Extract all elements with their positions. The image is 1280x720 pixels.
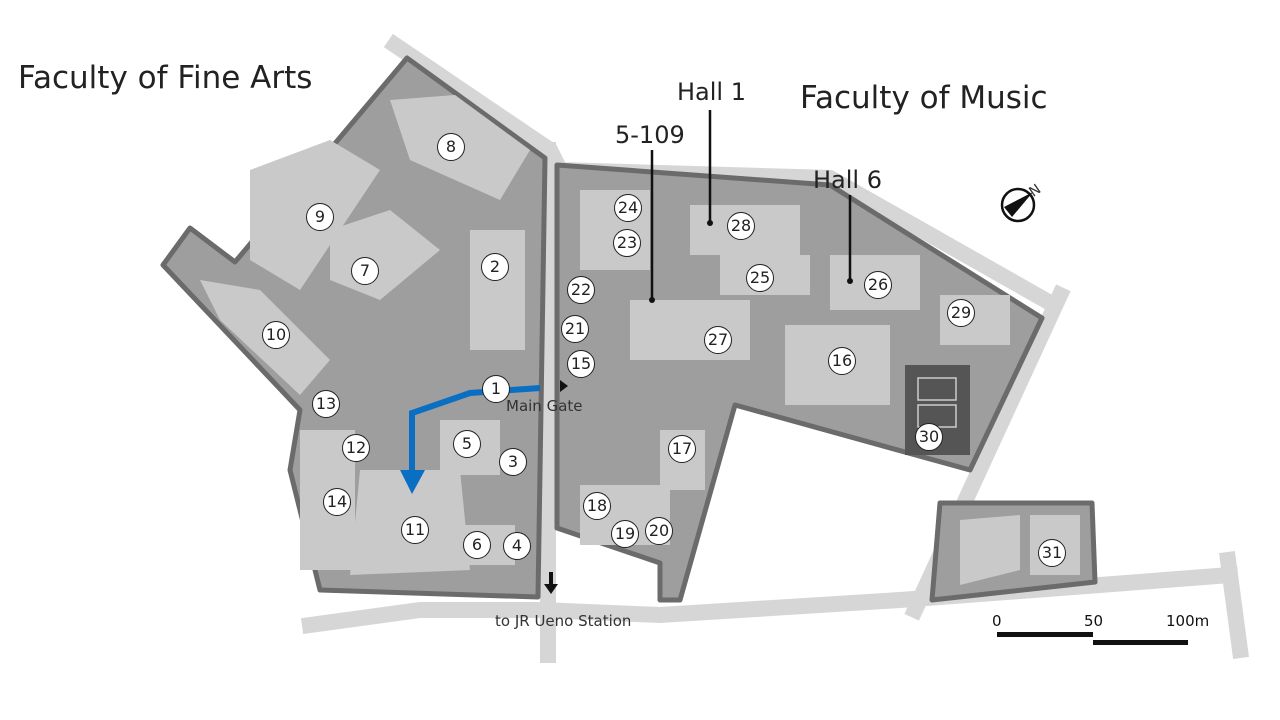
callout-room-5-109: 5-109 (615, 121, 685, 149)
building-marker-16[interactable]: 16 (828, 347, 856, 375)
to-station-label: to JR Ueno Station (495, 612, 632, 630)
building-marker-23[interactable]: 23 (613, 229, 641, 257)
building-marker-17[interactable]: 17 (668, 435, 696, 463)
scale-label-0: 0 (992, 612, 1002, 630)
building-marker-29[interactable]: 29 (947, 299, 975, 327)
scale-bar (997, 632, 1188, 645)
building-marker-31[interactable]: 31 (1038, 539, 1066, 567)
building-marker-20[interactable]: 20 (645, 517, 673, 545)
building-marker-25[interactable]: 25 (746, 264, 774, 292)
main-gate-label: Main Gate (506, 397, 583, 415)
building-marker-19[interactable]: 19 (611, 520, 639, 548)
building-marker-5[interactable]: 5 (453, 430, 481, 458)
building-marker-8[interactable]: 8 (437, 133, 465, 161)
down-arrow-icon (544, 572, 558, 594)
title-music: Faculty of Music (800, 80, 1048, 116)
callout-hall1: Hall 1 (677, 78, 746, 106)
scale-label-50: 50 (1084, 612, 1104, 630)
callout-lines (650, 110, 852, 300)
building-marker-18[interactable]: 18 (583, 492, 611, 520)
scale-label-100m: 100m (1166, 612, 1210, 630)
building-marker-9[interactable]: 9 (306, 203, 334, 231)
route-arrowhead (400, 470, 425, 494)
building-marker-13[interactable]: 13 (312, 390, 340, 418)
building-marker-4[interactable]: 4 (503, 532, 531, 560)
callout-dots (649, 220, 853, 303)
building-marker-7[interactable]: 7 (351, 257, 379, 285)
main-gate-marker-icon (560, 380, 568, 392)
building-marker-15[interactable]: 15 (567, 350, 595, 378)
building-marker-14[interactable]: 14 (323, 488, 351, 516)
building-marker-21[interactable]: 21 (561, 315, 589, 343)
building-marker-30[interactable]: 30 (915, 423, 943, 451)
building-marker-28[interactable]: 28 (727, 212, 755, 240)
building-marker-26[interactable]: 26 (864, 271, 892, 299)
building-marker-22[interactable]: 22 (567, 276, 595, 304)
building-marker-12[interactable]: 12 (342, 434, 370, 462)
building-marker-3[interactable]: 3 (499, 448, 527, 476)
building-marker-2[interactable]: 2 (481, 253, 509, 281)
title-fine-arts: Faculty of Fine Arts (18, 60, 313, 96)
callout-hall6: Hall 6 (813, 166, 882, 194)
compass-icon (1000, 187, 1036, 223)
building-marker-10[interactable]: 10 (262, 321, 290, 349)
building-marker-24[interactable]: 24 (614, 194, 642, 222)
building-marker-6[interactable]: 6 (463, 531, 491, 559)
building-marker-1[interactable]: 1 (482, 375, 510, 403)
building-marker-27[interactable]: 27 (704, 326, 732, 354)
building-marker-11[interactable]: 11 (401, 516, 429, 544)
